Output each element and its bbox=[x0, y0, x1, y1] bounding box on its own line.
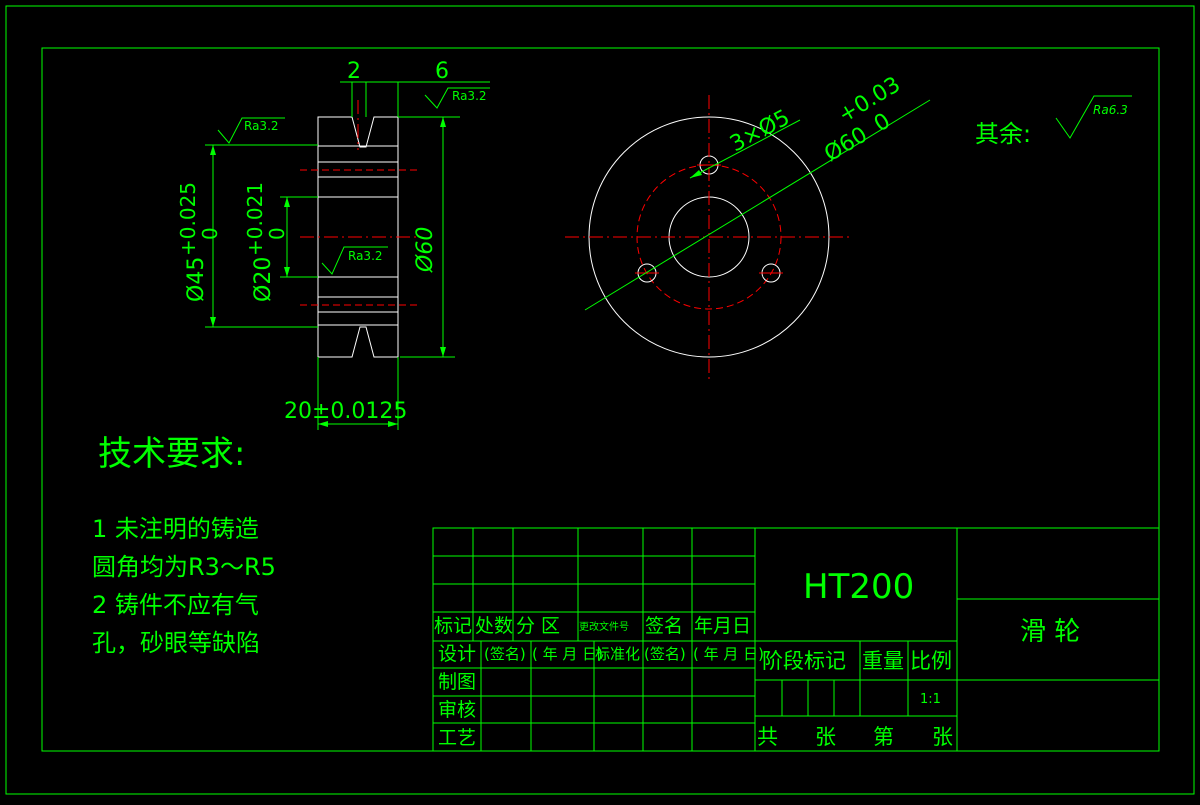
dim-rim-offset: 6 bbox=[435, 59, 449, 84]
roughness-rest-value: Ra6.3 bbox=[1093, 103, 1128, 117]
dim-outer-diameter: Ø45 bbox=[184, 257, 209, 302]
tb-sign2: (签名) bbox=[644, 645, 686, 663]
section-upper-rim bbox=[317, 116, 399, 148]
dim-overall-diameter: Ø60 bbox=[413, 227, 438, 273]
tb-row-label: 处数 bbox=[475, 615, 513, 637]
tb-date1: ( 年 月 日) bbox=[532, 645, 603, 663]
tech-req-line: 孔，砂眼等缺陷 bbox=[92, 629, 260, 657]
dim-outer-lower-tol: 0 bbox=[198, 227, 222, 240]
front-view bbox=[565, 95, 931, 380]
dim-bore-upper-tol: +0.021 bbox=[243, 182, 267, 256]
pcd-upper-tol: +0.03 bbox=[834, 72, 905, 128]
roughness-left: Ra3.2 bbox=[244, 119, 279, 133]
tb-standardize: 标准化 bbox=[595, 645, 640, 663]
pcd-label: Ø60 bbox=[820, 122, 872, 167]
roughness-bore: Ra3.2 bbox=[348, 249, 383, 263]
tb-row-label: 标记 bbox=[434, 615, 472, 637]
tb-stage-mark: 阶段标记 bbox=[762, 649, 846, 673]
section-upper-hub bbox=[317, 176, 399, 198]
tb-date2: ( 年 月 日) bbox=[693, 645, 764, 663]
tech-req-title: 技术要求: bbox=[98, 434, 245, 474]
tb-row-label: 更改文件号 bbox=[579, 620, 629, 633]
tb-design: 设计 bbox=[438, 643, 476, 665]
tb-process: 工艺 bbox=[438, 727, 476, 749]
pcd-dim-group: Ø60 +0.03 0 bbox=[820, 72, 905, 167]
tech-req-line: 1 未注明的铸造 bbox=[92, 515, 259, 543]
dim-outer-diameter-group: Ø45 +0.025 0 bbox=[176, 182, 222, 302]
dim-groove-width: 2 bbox=[347, 59, 361, 84]
material-label: HT200 bbox=[803, 567, 914, 607]
tb-sign1: (签名) bbox=[484, 645, 526, 663]
roughness-symbol bbox=[1055, 95, 1132, 139]
tb-review: 审核 bbox=[438, 699, 476, 721]
dim-outer-upper-tol: +0.025 bbox=[176, 182, 200, 256]
tb-scale: 比例 bbox=[910, 649, 952, 673]
dim-bore-lower-tol: 0 bbox=[265, 227, 289, 240]
side-view-section bbox=[205, 81, 490, 430]
tb-weight: 重量 bbox=[862, 649, 904, 673]
tb-drawing: 制图 bbox=[438, 671, 476, 693]
tb-row-label: 年月日 bbox=[694, 615, 751, 637]
tb-sheet2: 张 bbox=[932, 725, 953, 749]
dim-bore-diameter: Ø20 bbox=[251, 257, 276, 302]
part-name: 滑 轮 bbox=[1020, 617, 1080, 647]
tb-row-label: 签名 bbox=[645, 615, 683, 637]
section-lower-rim bbox=[317, 324, 399, 358]
section-lower-hub bbox=[317, 276, 399, 298]
hole-callout: 3×Ø5 bbox=[726, 105, 794, 157]
dim-bore-diameter-group: Ø20 +0.021 0 bbox=[243, 182, 289, 302]
tb-sheets: 张 bbox=[815, 725, 836, 749]
tb-total: 共 bbox=[757, 725, 778, 749]
outer-frame bbox=[5, 5, 1195, 795]
title-block bbox=[432, 527, 1160, 752]
tech-req-line: 2 铸件不应有气 bbox=[92, 591, 259, 619]
tb-row-label: 分 区 bbox=[516, 615, 560, 637]
dim-width: 20±0.0125 bbox=[284, 399, 407, 424]
roughness-rest-label: 其余: bbox=[975, 120, 1031, 148]
pcd-lower-tol: 0 bbox=[870, 109, 895, 138]
tech-req-line: 圆角均为R3～R5 bbox=[92, 553, 276, 581]
roughness-top: Ra3.2 bbox=[452, 89, 487, 103]
tb-page: 第 bbox=[873, 725, 894, 749]
tb-scale-value: 1:1 bbox=[920, 692, 941, 707]
